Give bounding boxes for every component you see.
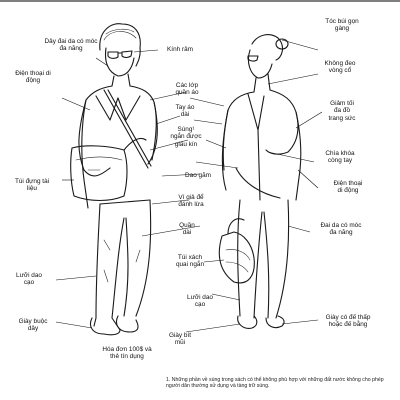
label-document-bag: Túi đựng tài liệu: [14, 178, 50, 193]
label-neat-bun-hair: Tóc búi gọn gàng: [325, 18, 359, 33]
label-concealed-gun: Súng¹ ngắn được giấu kín: [170, 126, 202, 148]
label-sunglasses: Kính râm: [167, 46, 193, 53]
label-lace-up-shoes: Giày buộc dây: [18, 318, 48, 333]
man-figure: [70, 23, 158, 336]
label-no-necklace: Không đeo vòng cổ: [324, 60, 356, 75]
label-mobile-phone-right: Điện thoại di động: [333, 180, 363, 195]
label-minimal-jewelry: Giảm tối đa đồ trang sức: [328, 100, 356, 122]
label-razor-blade-left: Lưỡi dao cạo: [16, 272, 42, 287]
leader-lines: [55, 39, 323, 333]
label-short-handle-handbag: Túi xách quai ngắn: [175, 254, 205, 269]
label-handcuff-key: Chìa khóa còng tay: [325, 150, 355, 165]
label-long-sleeves: Tay áo dài: [175, 104, 195, 119]
label-leather-belt-clip-right: Đai da có móc đa năng: [320, 222, 362, 237]
label-dagger: Dao găm: [185, 172, 211, 179]
label-decoy-wallet: Ví giả để đánh lừa: [178, 194, 204, 209]
woman-figure: [218, 34, 302, 329]
footnote: 1. Những phần về súng trong sách có thể …: [166, 377, 384, 390]
label-leather-belt-clip: Dây đai da có móc đa năng: [44, 38, 98, 53]
label-cash-and-cards: Hóa đơn 100$ và thẻ tín dụng: [102, 346, 152, 361]
label-clothing-layers: Các lớp quần áo: [175, 82, 199, 97]
label-low-flat-shoes: Giày có đế thấp hoặc đế bằng: [325, 314, 371, 329]
label-long-trousers: Quần dài: [179, 222, 195, 237]
label-closed-toe-shoes: Giày bít mũi: [168, 332, 192, 347]
label-razor-blade-right: Lưỡi dao cạo: [187, 294, 213, 309]
label-mobile-phone-left: Điện thoại di động: [15, 70, 51, 85]
